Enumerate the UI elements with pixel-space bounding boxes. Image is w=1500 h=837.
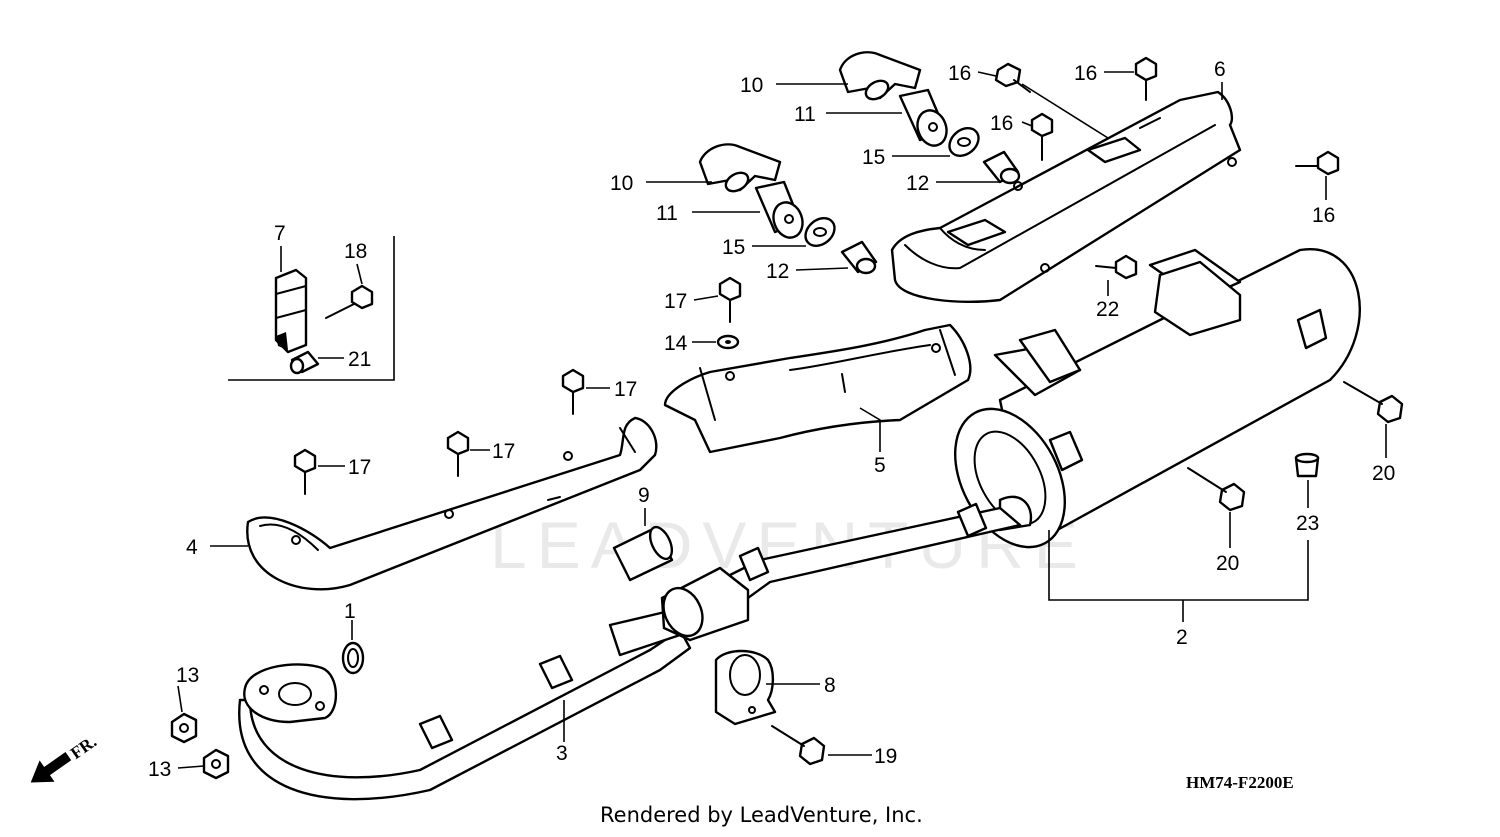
callout-21[interactable]: 21 [348, 348, 371, 371]
collar-upper[interactable] [982, 150, 1021, 185]
callout-22[interactable]: 22 [1096, 298, 1119, 321]
rubber-mount-lower[interactable] [754, 180, 807, 242]
front-arrow-icon [30, 752, 72, 783]
footer-credit: Rendered by LeadVenture, Inc. [600, 803, 923, 827]
bolt-20b[interactable] [1187, 467, 1246, 512]
leader-lines [177, 71, 1387, 769]
bolt-16a[interactable] [994, 62, 1031, 93]
callout-10-lower[interactable]: 10 [610, 172, 633, 195]
callout-16c[interactable]: 16 [990, 112, 1013, 135]
heat-shield-muffler[interactable] [890, 90, 1242, 303]
callout-1[interactable]: 1 [344, 600, 356, 623]
collar-lower[interactable] [840, 240, 878, 275]
callout-19[interactable]: 19 [874, 745, 897, 768]
bolt-19[interactable] [771, 725, 826, 766]
clamp-bracket[interactable] [274, 268, 308, 354]
callout-6[interactable]: 6 [1214, 58, 1226, 81]
callout-17c[interactable]: 17 [492, 440, 515, 463]
callout-20b[interactable]: 20 [1216, 552, 1239, 575]
bolt-17c[interactable] [446, 430, 470, 477]
callout-8[interactable]: 8 [824, 674, 836, 697]
callout-16a[interactable]: 16 [948, 62, 971, 85]
exhaust-pipe[interactable] [238, 502, 1022, 801]
callout-11-lower[interactable]: 11 [656, 202, 678, 225]
callout-2[interactable]: 2 [1176, 626, 1188, 649]
muffler-stay-lower[interactable] [698, 143, 782, 195]
band-clamp[interactable] [714, 649, 777, 726]
bolt-16d[interactable] [1295, 150, 1340, 176]
callout-15-upper[interactable]: 15 [862, 146, 885, 169]
callout-9[interactable]: 9 [638, 484, 650, 507]
bolt-16c[interactable] [1030, 112, 1054, 161]
heat-shield-front[interactable] [246, 416, 658, 591]
bolt-20a[interactable] [1343, 381, 1404, 424]
nut-13b[interactable] [202, 748, 230, 780]
callout-12-upper[interactable]: 12 [906, 172, 929, 195]
callout-5[interactable]: 5 [874, 454, 886, 477]
callout-14[interactable]: 14 [664, 332, 688, 355]
callout-17d[interactable]: 17 [348, 456, 371, 479]
front-direction-indicator: FR. [30, 732, 100, 783]
exhaust-gasket[interactable] [341, 641, 365, 675]
washer-upper[interactable] [944, 123, 984, 162]
callouts: 1 2 3 4 5 6 7 8 9 10 10 11 11 12 12 13 1… [148, 58, 1395, 781]
callout-16b[interactable]: 16 [1074, 62, 1097, 85]
bolt-16b[interactable] [1134, 56, 1158, 101]
callout-16d[interactable]: 16 [1312, 204, 1335, 227]
callout-23[interactable]: 23 [1296, 512, 1319, 535]
plug-23[interactable] [1294, 452, 1320, 478]
callout-3[interactable]: 3 [556, 742, 568, 765]
bolt-22[interactable] [1095, 254, 1138, 280]
diagram-code: HM74-F2200E [1186, 773, 1294, 792]
nut-13a[interactable] [170, 712, 198, 744]
callout-12-lower[interactable]: 12 [766, 260, 789, 283]
gasket-sleeve[interactable] [612, 524, 676, 582]
bolt-17a[interactable] [718, 276, 742, 323]
callout-17b[interactable]: 17 [614, 378, 637, 401]
callout-17a[interactable]: 17 [664, 290, 687, 313]
callout-11-upper[interactable]: 11 [794, 103, 816, 126]
muffler-stay-upper[interactable] [838, 51, 922, 103]
washer-lower[interactable] [800, 213, 840, 252]
washer-14[interactable] [716, 334, 740, 350]
callout-20a[interactable]: 20 [1372, 462, 1395, 485]
collar-21[interactable] [289, 350, 320, 375]
bolt-18[interactable] [325, 284, 374, 319]
callout-15-lower[interactable]: 15 [722, 236, 745, 259]
callout-4[interactable]: 4 [186, 536, 198, 559]
inset-frame [228, 236, 395, 381]
bolt-17d[interactable] [293, 448, 317, 495]
callout-13-lower[interactable]: 13 [148, 758, 171, 781]
callout-7[interactable]: 7 [274, 222, 286, 245]
callout-13-upper[interactable]: 13 [176, 664, 199, 687]
callout-18[interactable]: 18 [344, 240, 367, 263]
front-label: FR. [67, 732, 100, 763]
heat-shield-middle[interactable] [663, 323, 972, 454]
bolt-17b[interactable] [561, 368, 585, 415]
rubber-mount-upper[interactable] [898, 88, 951, 150]
callout-10-upper[interactable]: 10 [740, 74, 763, 97]
